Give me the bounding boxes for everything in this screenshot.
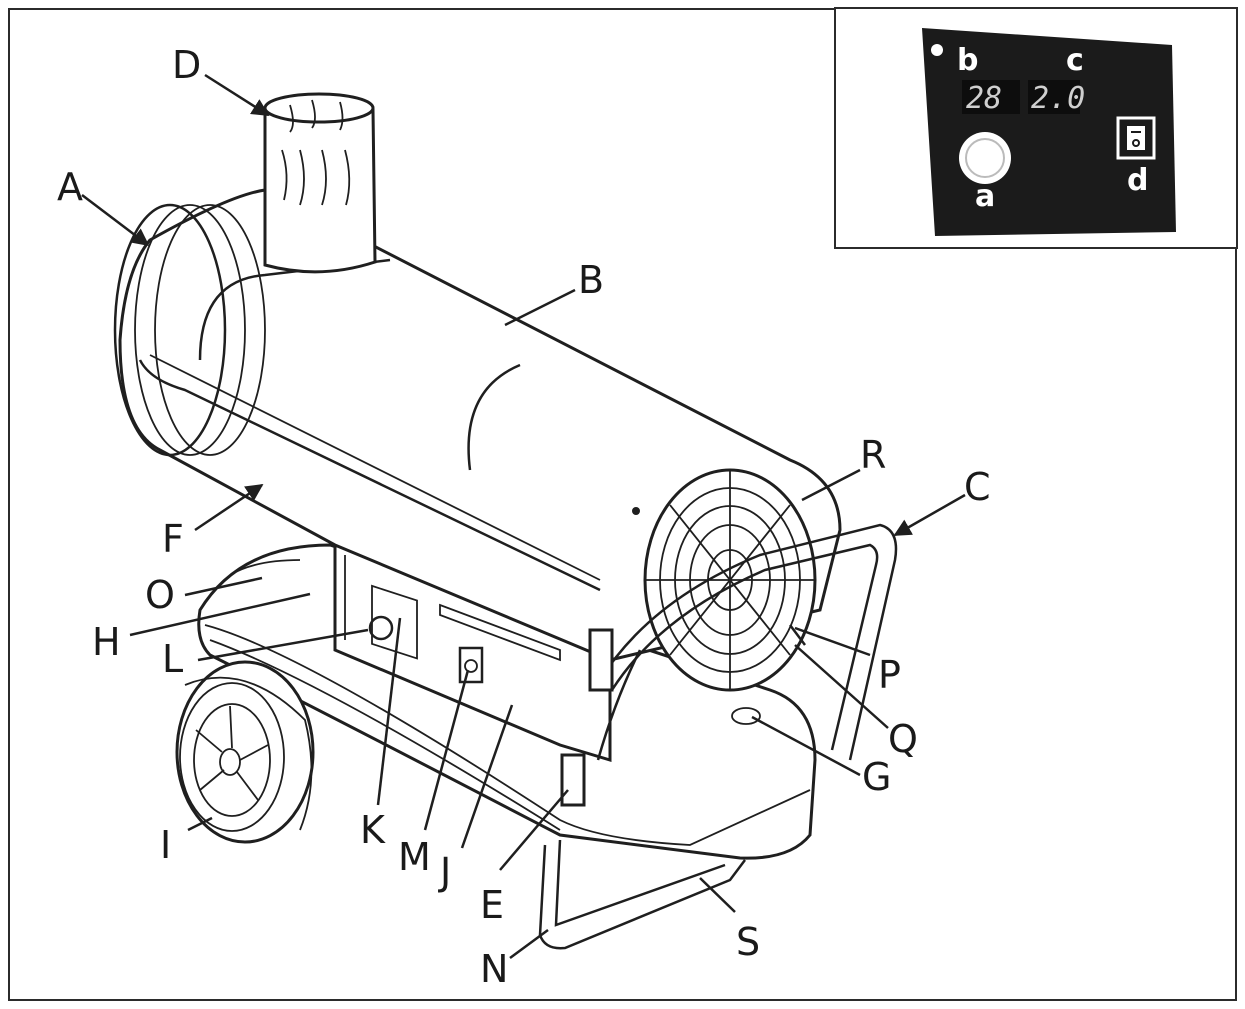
label-C: C — [964, 465, 991, 509]
leader-F — [194, 483, 264, 532]
label-I: I — [160, 823, 171, 867]
label-A: A — [57, 165, 83, 209]
inset-label-b: b — [957, 43, 978, 78]
leader-N — [509, 928, 549, 960]
label-G: G — [862, 755, 891, 799]
label-Q: Q — [888, 717, 918, 761]
leader-Q — [794, 644, 889, 729]
leader-O — [184, 576, 263, 597]
label-K: K — [360, 808, 386, 852]
label-O: O — [145, 573, 175, 617]
main-switch — [458, 646, 484, 684]
inset-label-a: a — [975, 179, 995, 214]
label-B: B — [578, 258, 604, 302]
leader-R — [801, 468, 861, 502]
part-labels: A B C D E F G H I J K L M N O P Q R S — [57, 43, 991, 991]
control-display-box — [371, 584, 418, 660]
chimney-top — [263, 92, 375, 124]
inset-label-d: d — [1127, 163, 1148, 198]
leader-P — [794, 626, 871, 657]
label-L: L — [162, 637, 183, 681]
label-J: J — [438, 850, 451, 894]
label-P: P — [878, 653, 901, 697]
leader-G — [751, 715, 861, 777]
temperature-display — [962, 80, 1020, 114]
setpoint-display-value: 2.0 — [1031, 81, 1085, 116]
figure-frame — [8, 8, 1237, 1001]
wheel — [175, 660, 315, 844]
leader-I — [187, 816, 213, 832]
control-panel-inset: 28 2.0 b c a d — [834, 7, 1238, 249]
leader-B — [504, 288, 576, 327]
leader-J — [460, 704, 514, 849]
label-H: H — [92, 620, 121, 664]
leader-K — [376, 617, 402, 806]
label-F: F — [162, 517, 184, 561]
leader-E — [499, 789, 569, 871]
label-N: N — [480, 947, 508, 991]
inset-label-c: c — [1066, 43, 1084, 78]
label-D: D — [172, 43, 201, 87]
label-R: R — [860, 433, 886, 477]
leader-L — [197, 628, 369, 662]
leader-D — [204, 73, 270, 117]
fuel-cap — [731, 707, 761, 725]
leader-C — [893, 493, 966, 537]
label-E: E — [480, 883, 504, 927]
leader-H — [129, 592, 311, 637]
heater-illustration — [113, 92, 898, 950]
temperature-display-value: 28 — [966, 81, 1002, 116]
setpoint-display — [1028, 80, 1080, 114]
control-knob — [368, 615, 394, 641]
leader-lines — [81, 73, 966, 960]
leader-A — [81, 194, 150, 247]
screw-hole — [931, 44, 943, 56]
label-M: M — [398, 835, 431, 879]
label-S: S — [736, 920, 760, 964]
leader-S — [699, 877, 736, 913]
leader-M — [423, 669, 470, 831]
